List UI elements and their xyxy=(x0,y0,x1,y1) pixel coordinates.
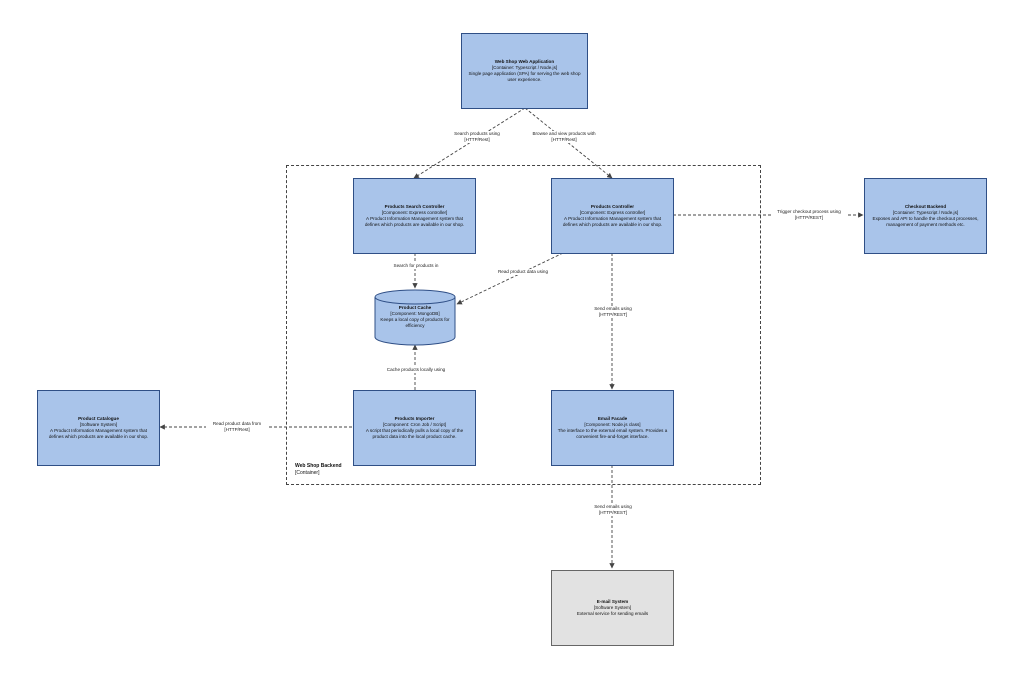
node-stereotype: [Software System] xyxy=(79,422,118,427)
edge-label-protocol: [HTTP/Rest] xyxy=(551,137,577,142)
edge-label-line: Send emails using xyxy=(594,306,632,311)
node-stereotype: [Component: MongoDB] xyxy=(390,311,440,316)
node-title: Checkout Backend xyxy=(904,204,947,209)
node-description: External service for sending emails xyxy=(576,611,649,616)
node-product-cache[interactable]: Product Cache [Component: MongoDB] Keeps… xyxy=(374,289,456,347)
node-title: Web Shop Web Application xyxy=(494,59,555,64)
edge-label-line: Read product data from xyxy=(212,421,262,426)
node-stereotype: [Component: Express controller] xyxy=(381,210,448,215)
node-description: A Product Information Management system … xyxy=(562,216,663,227)
edge-label-protocol: [HTTP/REST] xyxy=(598,510,628,515)
node-title: Product Cache xyxy=(398,305,432,310)
database-cylinder-icon xyxy=(374,289,456,346)
node-stereotype: [Component: Cron Job / Script] xyxy=(382,422,447,427)
node-description: A Product Information Management system … xyxy=(48,428,149,439)
node-description: Keeps a local copy of products for effic… xyxy=(380,317,450,328)
node-stereotype: [Component: Express controller] xyxy=(579,210,646,215)
edge-label-read-product-data: Read product data using xyxy=(492,269,554,275)
edge-label-protocol: [HTTP/Rest] xyxy=(464,137,490,142)
edge-label-line: Read product data using xyxy=(497,269,549,274)
node-title: E-mail System xyxy=(596,599,629,604)
edge-label-send-emails-external: Send emails using [HTTP/REST] xyxy=(588,504,638,516)
node-products-importer[interactable]: Products Importer [Component: Cron Job /… xyxy=(353,390,476,466)
node-stereotype: [Software System] xyxy=(593,605,632,610)
edge-label-trigger-checkout: Trigger checkout process using [HTTP/RES… xyxy=(772,209,846,221)
node-title: Products Importer xyxy=(394,416,435,421)
edge-label-line: Search for products in xyxy=(393,263,439,268)
edge-label-protocol: [HTTP/Rest] xyxy=(224,427,250,432)
edge-browse-products xyxy=(524,107,613,179)
edge-label-line: Send emails using xyxy=(594,504,632,509)
node-title: Products Search Controller xyxy=(384,204,445,209)
node-title: Product Catalogue xyxy=(78,416,119,421)
node-stereotype: [Container: Typescript / Node.js] xyxy=(892,210,959,215)
node-description: Single page application (SPA) for servin… xyxy=(468,71,581,82)
edge-label-browse-products: Browse and view products with [HTTP/Rest… xyxy=(528,131,600,143)
edge-label-cache-locally: Cache products locally using xyxy=(381,367,451,373)
edge-label-protocol: [HTTP/REST] xyxy=(598,312,628,317)
node-products-controller[interactable]: Products Controller [Component: Express … xyxy=(551,178,674,254)
edge-label-line: Browse and view products with xyxy=(532,131,596,136)
node-email-facade[interactable]: Email Facade [Component: Node.js class] … xyxy=(551,390,674,466)
node-stereotype: [Component: Node.js class] xyxy=(584,422,641,427)
edge-label-send-emails-internal: Send emails using [HTTP/REST] xyxy=(588,306,638,318)
edge-label-search-for-products: Search for products in xyxy=(387,263,445,269)
node-product-catalogue[interactable]: Product Catalogue [Software System] A Pr… xyxy=(37,390,160,466)
node-title: Products Controller xyxy=(590,204,635,209)
node-description: A Product Information Management system … xyxy=(364,216,465,227)
node-stereotype: [Container: Typescript / Node.js] xyxy=(491,65,558,70)
node-description: The interface to the external email syst… xyxy=(557,428,668,439)
node-description: A script that periodically pulls a local… xyxy=(365,428,464,439)
node-email-system[interactable]: E-mail System [Software System] External… xyxy=(551,570,674,646)
edge-label-read-product-data-from: Read product data from [HTTP/Rest] xyxy=(206,421,268,433)
edge-label-line: Trigger checkout process using xyxy=(777,209,841,214)
edge-label-protocol: [HTTP/REST] xyxy=(794,215,824,220)
boundary-subtitle: [Container] xyxy=(295,469,320,476)
node-checkout-backend[interactable]: Checkout Backend [Container: Typescript … xyxy=(864,178,987,254)
boundary-label: Web Shop Backend [Container] xyxy=(295,463,342,476)
boundary-title: Web Shop Backend xyxy=(295,463,342,469)
database-text: Product Cache [Component: MongoDB] Keeps… xyxy=(374,305,456,329)
node-web-shop-web-application[interactable]: Web Shop Web Application [Container: Typ… xyxy=(461,33,588,109)
web-shop-backend-boundary xyxy=(286,165,761,485)
edge-search-products xyxy=(413,107,526,179)
node-description: Exposes and API to handle the checkout p… xyxy=(872,216,979,227)
edge-label-search-products: Search products using [HTTP/Rest] xyxy=(446,131,508,143)
edge-label-line: Search products using xyxy=(454,131,500,136)
node-title: Email Facade xyxy=(597,416,628,421)
edge-label-line: Cache products locally using xyxy=(386,367,446,372)
node-products-search-controller[interactable]: Products Search Controller [Component: E… xyxy=(353,178,476,254)
